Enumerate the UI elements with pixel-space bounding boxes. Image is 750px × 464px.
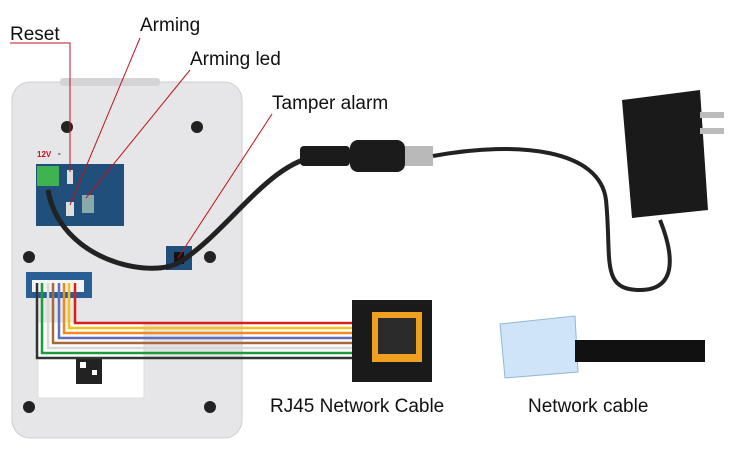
rj45-jack <box>352 300 432 382</box>
dc-plug <box>300 140 433 172</box>
label-arming: Arming <box>140 15 201 36</box>
label-reset: Reset <box>10 24 60 45</box>
label-12v: 12V <box>37 150 52 159</box>
adapter-cable <box>432 147 672 293</box>
rj45-plug <box>499 315 705 379</box>
power-cable <box>45 153 321 271</box>
circuit-board <box>36 164 192 270</box>
label-tamper-alarm: Tamper alarm <box>272 93 389 114</box>
label-12v-minus: - <box>58 149 61 158</box>
caption-network-cable: Network cable <box>528 396 649 417</box>
device-panel <box>11 78 243 439</box>
caption-rj45: RJ45 Network Cable <box>270 396 445 417</box>
power-adapter <box>622 90 724 218</box>
wire-bundle <box>35 283 360 360</box>
label-arming-led: Arming led <box>190 49 281 70</box>
leader-lines <box>10 37 273 259</box>
